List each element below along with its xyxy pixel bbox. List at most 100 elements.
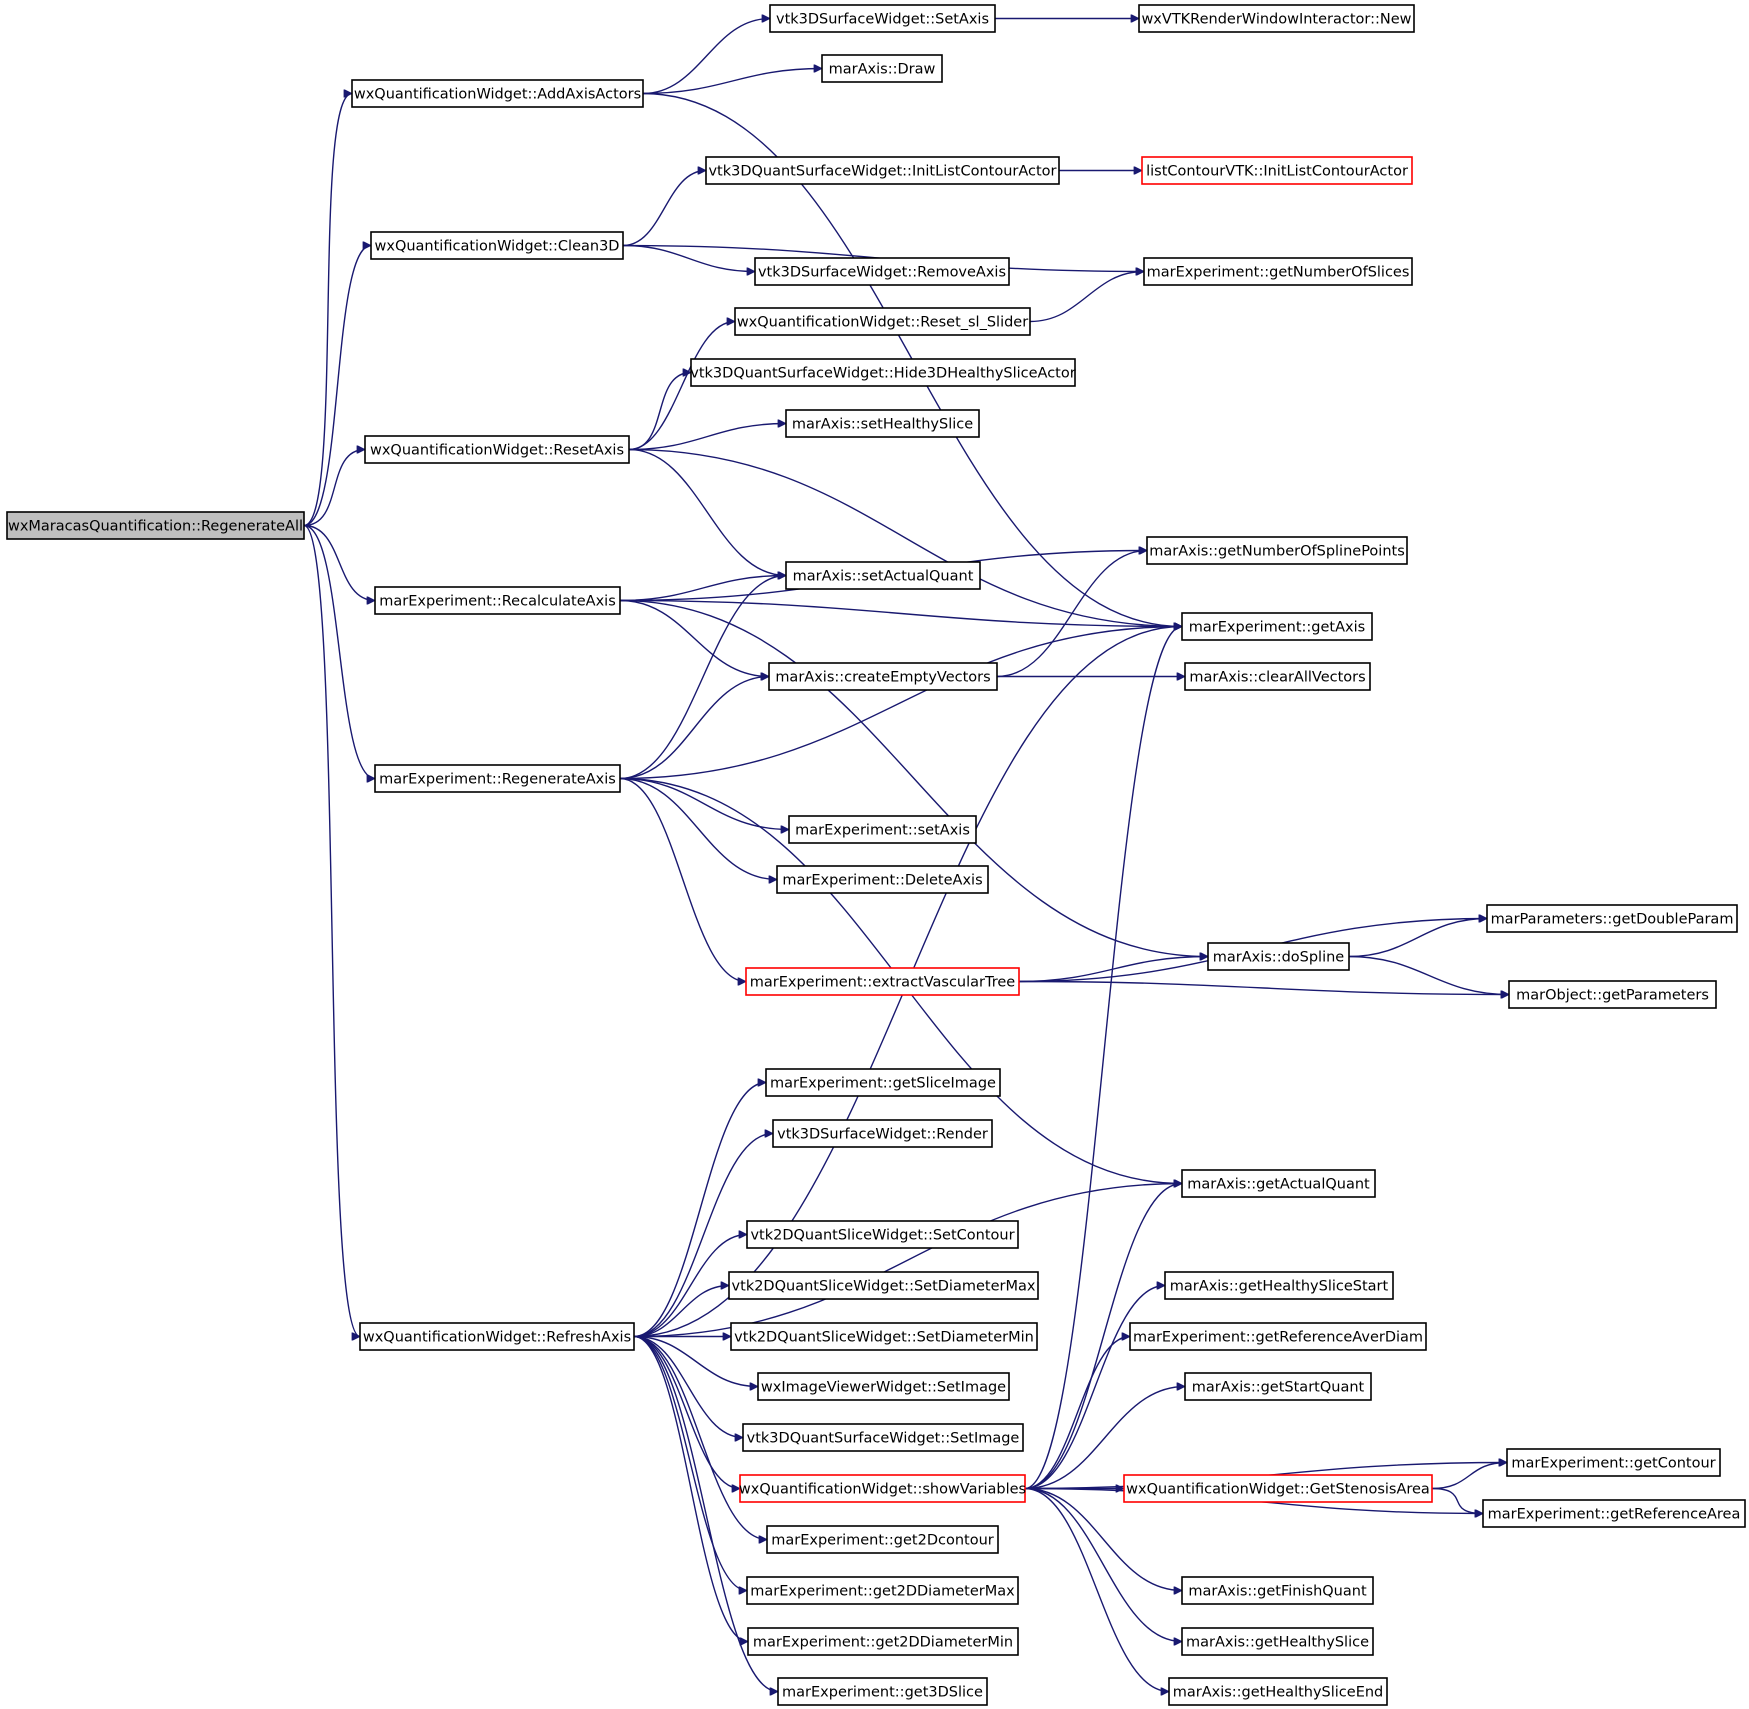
node-maraxis-sethealthyslice[interactable]: marAxis::setHealthySlice <box>785 409 980 438</box>
node-wxquantificationwidget-resetaxis[interactable]: wxQuantificationWidget::ResetAxis <box>364 435 630 464</box>
node-maraxis-gethealthyslice[interactable]: marAxis::getHealthySlice <box>1181 1627 1374 1656</box>
node-box <box>785 409 980 438</box>
node-box <box>747 1627 1019 1656</box>
node-wxquantificationwidget-refreshaxis[interactable]: wxQuantificationWidget::RefreshAxis <box>359 1322 635 1351</box>
node-marexperiment-regenerateaxis[interactable]: marExperiment::RegenerateAxis <box>374 764 621 793</box>
node-label: vtk3DSurfaceWidget::RemoveAxis <box>758 265 1006 281</box>
node-label: marExperiment::get2Dcontour <box>771 1533 994 1549</box>
node-wxvtkrenderwindowinteractor-new[interactable]: wxVTKRenderWindowInteractor::New <box>1138 4 1415 33</box>
node-label: marAxis::getStartQuant <box>1192 1380 1365 1396</box>
node-box <box>1143 257 1413 286</box>
node-maraxis-dospline[interactable]: marAxis::doSpline <box>1207 942 1350 971</box>
node-wxquantificationwidget-getstenosisarea[interactable]: wxQuantificationWidget::GetStenosisArea <box>1123 1474 1433 1503</box>
node-wxquantificationwidget-addaxisactors[interactable]: wxQuantificationWidget::AddAxisActors <box>351 79 644 108</box>
node-wxquantificationwidget-reset-sl-slider[interactable]: wxQuantificationWidget::Reset_sl_Slider <box>734 307 1031 336</box>
node-label: wxQuantificationWidget::RefreshAxis <box>363 1330 631 1346</box>
edge-root-to-resetaxis <box>303 450 365 527</box>
node-vtk2dquantslicewidget-setcontour[interactable]: vtk2DQuantSliceWidget::SetContour <box>746 1220 1019 1249</box>
node-marexperiment-deleteaxis[interactable]: marExperiment::DeleteAxis <box>776 865 989 894</box>
edge-root-to-refreshaxis <box>303 524 360 1337</box>
node-vtk3dsurfacewidget-render[interactable]: vtk3DSurfaceWidget::Render <box>772 1119 993 1148</box>
node-box <box>1123 1474 1433 1503</box>
node-maraxis-getfinishquant[interactable]: marAxis::getFinishQuant <box>1181 1576 1374 1605</box>
node-marexperiment-setaxis[interactable]: marExperiment::setAxis <box>788 815 977 844</box>
node-marparameters-getdoubleparam[interactable]: marParameters::getDoubleParam <box>1486 904 1738 933</box>
node-label: marExperiment::getContour <box>1511 1456 1715 1472</box>
node-maraxis-gethealthysliceend[interactable]: marAxis::getHealthySliceEnd <box>1168 1677 1388 1706</box>
node-marexperiment-getcontour[interactable]: marExperiment::getContour <box>1506 1448 1721 1477</box>
node-vtk3dquantsurfacewidget-setimage[interactable]: vtk3DQuantSurfaceWidget::SetImage <box>742 1423 1024 1452</box>
node-maraxis-getactualquant[interactable]: marAxis::getActualQuant <box>1181 1169 1376 1198</box>
node-marexperiment-get3dslice[interactable]: marExperiment::get3DSlice <box>777 1677 988 1706</box>
node-label: wxQuantificationWidget::Reset_sl_Slider <box>737 315 1028 331</box>
node-box <box>1207 942 1350 971</box>
edge-refreshaxis-to-showvariables <box>633 1335 740 1489</box>
node-box <box>772 1119 993 1148</box>
node-wxquantificationwidget-showvariables[interactable]: wxQuantificationWidget::showVariables <box>739 1474 1026 1503</box>
node-maraxis-gethealthyslicestart[interactable]: marAxis::getHealthySliceStart <box>1164 1271 1394 1300</box>
node-maraxis-clearallvectors[interactable]: marAxis::clearAllVectors <box>1184 662 1371 691</box>
node-marobject-getparameters[interactable]: marObject::getParameters <box>1508 980 1717 1009</box>
node-box <box>785 561 981 590</box>
edge-clean3d-to-initlistcontouractor <box>622 171 706 247</box>
node-box <box>1146 536 1408 565</box>
edge-recalcaxis-to-dospline <box>619 599 1208 957</box>
node-box <box>754 257 1010 286</box>
node-marexperiment-getnumberofslices[interactable]: marExperiment::getNumberOfSlices <box>1143 257 1413 286</box>
node-maraxis-getnumberofsplinepoints[interactable]: marAxis::getNumberOfSplinePoints <box>1146 536 1408 565</box>
node-label: marAxis::getHealthySliceStart <box>1170 1279 1389 1295</box>
node-maraxis-draw[interactable]: marAxis::Draw <box>821 54 943 83</box>
node-marexperiment-recalculateaxis[interactable]: marExperiment::RecalculateAxis <box>374 586 621 615</box>
node-maraxis-getstartquant[interactable]: marAxis::getStartQuant <box>1184 1372 1372 1401</box>
edge-resetaxis-to-sethealthyslice <box>628 424 786 451</box>
node-vtk3dquantsurfacewidget-hide3dhealthysliceactor[interactable]: vtk3DQuantSurfaceWidget::Hide3DHealthySl… <box>690 358 1076 387</box>
node-marexperiment-extractvasculartree[interactable]: marExperiment::extractVascularTree <box>745 967 1020 996</box>
node-maraxis-createemptyvectors[interactable]: marAxis::createEmptyVectors <box>768 662 998 691</box>
node-marexperiment-get2ddiametermin[interactable]: marExperiment::get2DDiameterMin <box>747 1627 1019 1656</box>
node-label: marExperiment::get2DDiameterMax <box>750 1584 1015 1600</box>
edge-root-to-addaxisactors <box>303 94 352 527</box>
edge-resetaxis-to-hide3dhealthy <box>628 373 691 451</box>
node-wximageviewerwidget-setimage[interactable]: wxImageViewerWidget::SetImage <box>757 1372 1010 1401</box>
node-vtk3dsurfacewidget-removeaxis[interactable]: vtk3DSurfaceWidget::RemoveAxis <box>754 257 1010 286</box>
node-label: wxMaracasQuantification::RegenerateAll <box>8 519 303 535</box>
node-marexperiment-getaxis[interactable]: marExperiment::getAxis <box>1181 612 1373 641</box>
edge-regenaxis-to-extractvasculartree <box>619 777 746 982</box>
edge-refreshaxis-to-wximage_setimage <box>633 1335 758 1387</box>
edge-refreshaxis-to-get2ddiametermin <box>633 1335 748 1642</box>
node-box <box>1164 1271 1394 1300</box>
node-label: vtk2DQuantSliceWidget::SetDiameterMax <box>732 1279 1036 1295</box>
node-box <box>768 662 998 691</box>
node-box <box>734 307 1031 336</box>
edge-showvariables-to-getactualquant <box>1024 1184 1182 1490</box>
node-box <box>742 1423 1024 1452</box>
node-marexperiment-getsliceimage[interactable]: marExperiment::getSliceImage <box>765 1068 1001 1097</box>
node-label: marAxis::getFinishQuant <box>1188 1584 1367 1600</box>
node-wxquantificationwidget-clean3d[interactable]: wxQuantificationWidget::Clean3D <box>370 231 624 260</box>
node-maraxis-setactualquant[interactable]: marAxis::setActualQuant <box>785 561 981 590</box>
edge-reset_sl_slider-to-getnumberofslices <box>1029 272 1144 323</box>
edge-addaxisactors-to-v3d_setaxis <box>642 19 770 95</box>
node-label: vtk3DQuantSurfaceWidget::Hide3DHealthySl… <box>690 366 1075 382</box>
node-listcontourvtk-initlistcontouractor[interactable]: listContourVTK::InitListContourActor <box>1141 156 1413 185</box>
node-label: marExperiment::setAxis <box>795 823 970 839</box>
edge-dospline-to-getdoubleparam <box>1348 919 1487 958</box>
node-marexperiment-get2dcontour[interactable]: marExperiment::get2Dcontour <box>766 1525 999 1554</box>
node-label: marAxis::clearAllVectors <box>1189 670 1365 686</box>
node-label: marExperiment::getReferenceAverDiam <box>1133 1330 1423 1346</box>
node-box <box>1181 1576 1374 1605</box>
node-vtk2dquantslicewidget-setdiametermin[interactable]: vtk2DQuantSliceWidget::SetDiameterMin <box>730 1322 1038 1351</box>
node-marexperiment-getreferencearea[interactable]: marExperiment::getReferenceArea <box>1482 1499 1746 1528</box>
node-box <box>364 435 630 464</box>
node-label: marParameters::getDoubleParam <box>1491 912 1734 928</box>
node-box <box>351 79 644 108</box>
node-vtk3dquantsurfacewidget-initlistcontouractor[interactable]: vtk3DQuantSurfaceWidget::InitListContour… <box>705 156 1060 185</box>
node-marexperiment-getreferenceaverdiam[interactable]: marExperiment::getReferenceAverDiam <box>1129 1322 1427 1351</box>
node-marexperiment-get2ddiametermax[interactable]: marExperiment::get2DDiameterMax <box>746 1576 1019 1605</box>
node-vtk2dquantslicewidget-setdiametermax[interactable]: vtk2DQuantSliceWidget::SetDiameterMax <box>728 1271 1039 1300</box>
edge-root-to-clean3d <box>303 246 371 527</box>
node-vtk3dsurfacewidget-setaxis[interactable]: vtk3DSurfaceWidget::SetAxis <box>769 4 996 33</box>
node-wxmaracasquantification-regenerateall[interactable]: wxMaracasQuantification::RegenerateAll <box>6 511 305 540</box>
node-label: marAxis::setActualQuant <box>793 569 974 585</box>
